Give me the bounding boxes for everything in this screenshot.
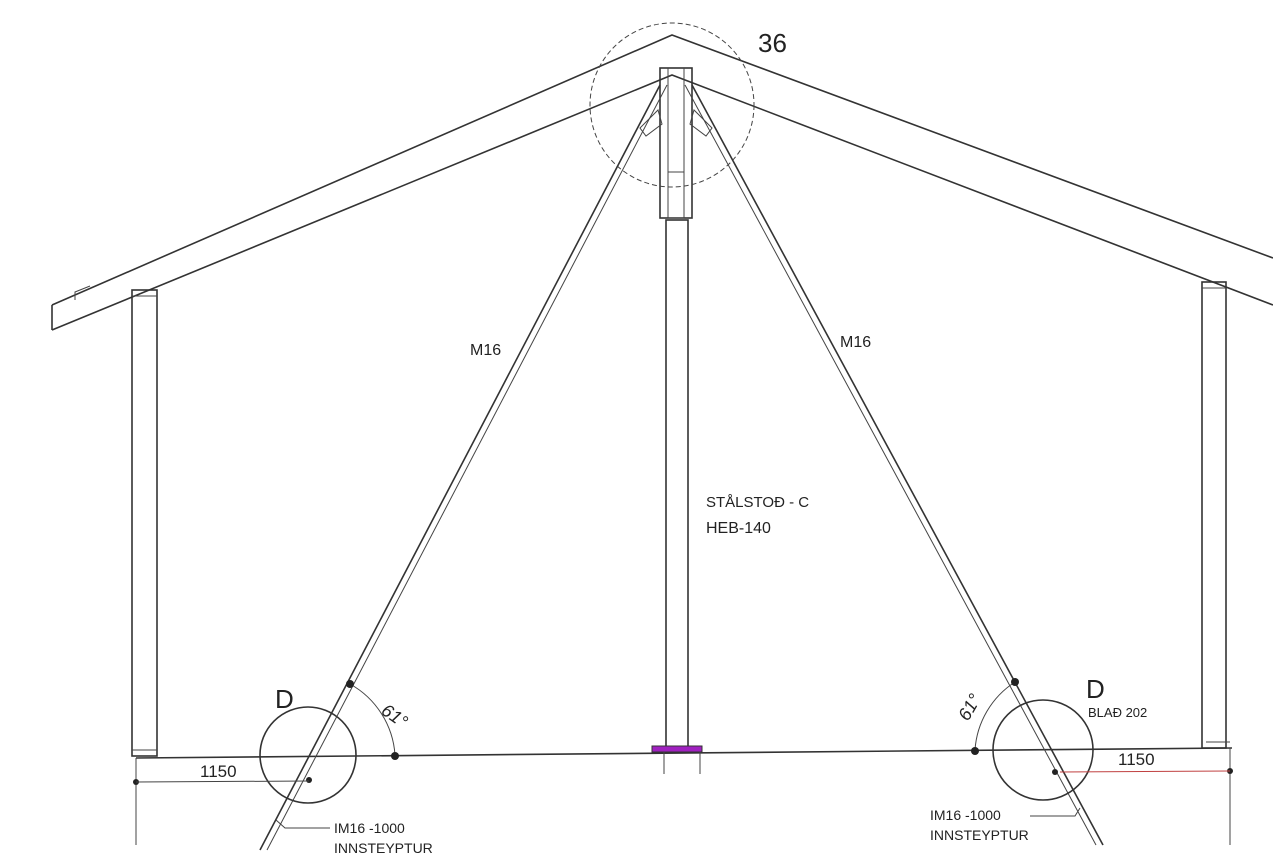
detail-circle-top (589, 22, 755, 188)
angle-arc-right (974, 681, 1016, 751)
dimension-left-value: 1150 (200, 762, 237, 781)
detail-label-right: D (1086, 674, 1105, 704)
steel-column (639, 67, 713, 749)
angle-label-right: 61° (954, 690, 985, 724)
dimension-right (1059, 770, 1231, 773)
floor-line (135, 747, 1233, 845)
column-label-2: HEB-140 (706, 520, 771, 537)
tie-rod-right (684, 84, 1104, 846)
right-wall-post (1201, 281, 1230, 749)
anchor-label-left-1: IM16 -1000 (334, 820, 405, 836)
rod-label-left: M16 (470, 342, 501, 359)
detail-number: 36 (758, 28, 787, 58)
anchor-label-left-2: INNSTEYPTUR (334, 840, 433, 856)
tie-rod-left (259, 84, 668, 851)
detail-label-left: D (275, 684, 294, 714)
dimension-right-value: 1150 (1118, 750, 1155, 769)
left-wall-post (131, 289, 158, 757)
angle-arc-left (349, 683, 396, 756)
anchor-label-right-2: INNSTEYPTUR (930, 827, 1029, 843)
anchor-label-right-1: IM16 -1000 (930, 807, 1001, 823)
base-plate (651, 745, 703, 774)
detail-circle-right (992, 699, 1094, 801)
sheet-reference: BLAÐ 202 (1088, 705, 1147, 720)
detail-circle-left (259, 706, 357, 804)
angle-label-left: 61° (378, 700, 412, 732)
roof-rafters (51, 34, 1273, 331)
dimension-left (135, 780, 310, 783)
rod-label-right: M16 (840, 334, 871, 351)
column-label-1: STÅLSTOÐ - C (706, 494, 809, 511)
